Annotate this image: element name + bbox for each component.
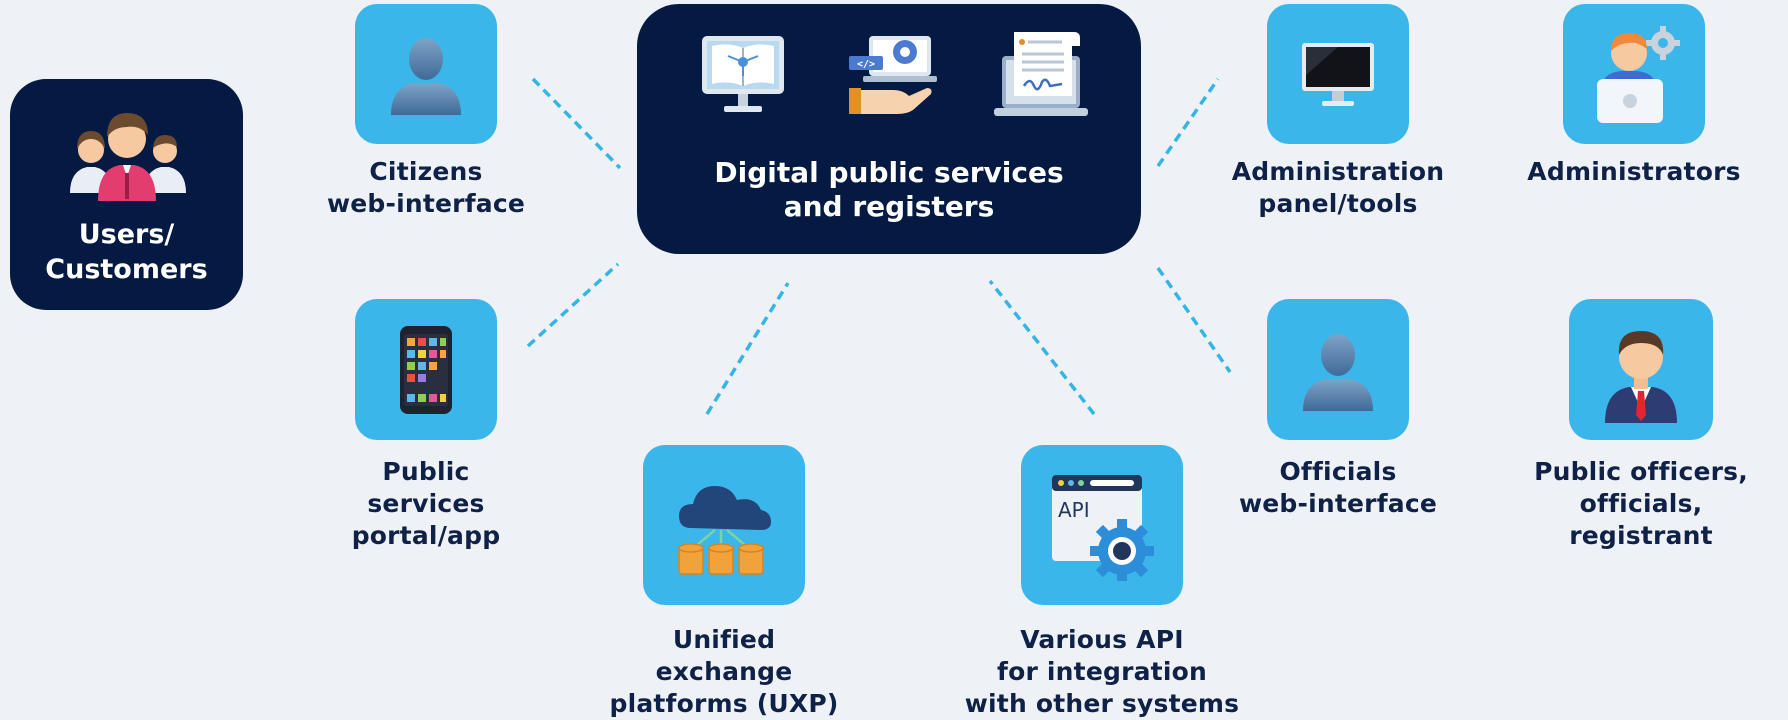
citizens-label: Citizens web-interface [326, 157, 526, 218]
monitor-book-icon [702, 36, 784, 112]
users-customers-label: Users/ Customers [45, 219, 208, 285]
public-officers-label: Public officers, officials, registrant [1534, 457, 1748, 550]
admin-laptop-gear-icon [1597, 26, 1680, 123]
svg-text:</>: </> [857, 59, 875, 70]
businessman-icon [1605, 330, 1677, 423]
people-group-icon [70, 113, 186, 201]
public-officers-tile [1569, 299, 1713, 440]
portal-tile [355, 299, 497, 440]
api-label: Various API for integration with other s… [964, 625, 1240, 718]
officials-tile [1267, 299, 1409, 440]
admin-panel-tile [1267, 4, 1409, 144]
portal-label: Public services portal/app [351, 457, 501, 550]
officials-label: Officials web-interface [1238, 457, 1438, 518]
smartphone-icon [400, 325, 452, 414]
connector-uxp [705, 282, 790, 415]
digital-services-label: Digital public services and registers [714, 156, 1064, 223]
cloud-database-icon [678, 486, 771, 575]
person-silhouette-icon [1303, 333, 1373, 411]
uxp-label: Unified exchange platforms (UXP) [609, 625, 839, 718]
connector-api [988, 279, 1096, 416]
users-customers-box: Users/ Customers [10, 79, 243, 310]
connector-portal [526, 262, 620, 348]
administrators-label: Administrators [1527, 157, 1741, 186]
admin-panel-label: Administration panel/tools [1231, 157, 1445, 218]
laptop-document-icon [994, 32, 1088, 116]
citizens-tile [355, 4, 497, 144]
digital-services-box: </> Digital public services and register… [637, 4, 1141, 254]
uxp-tile [643, 445, 805, 605]
api-gear-icon: API [1052, 475, 1154, 581]
person-silhouette-icon [391, 38, 461, 115]
api-tile: API [1021, 445, 1183, 605]
hand-laptop-code-icon: </> [849, 36, 937, 114]
administrators-tile [1563, 4, 1705, 144]
monitor-icon [1302, 43, 1374, 106]
connector-admin-panel [1156, 78, 1220, 167]
connector-citizens [531, 77, 622, 170]
connector-officials [1156, 267, 1232, 373]
svg-text:API: API [1058, 498, 1090, 522]
